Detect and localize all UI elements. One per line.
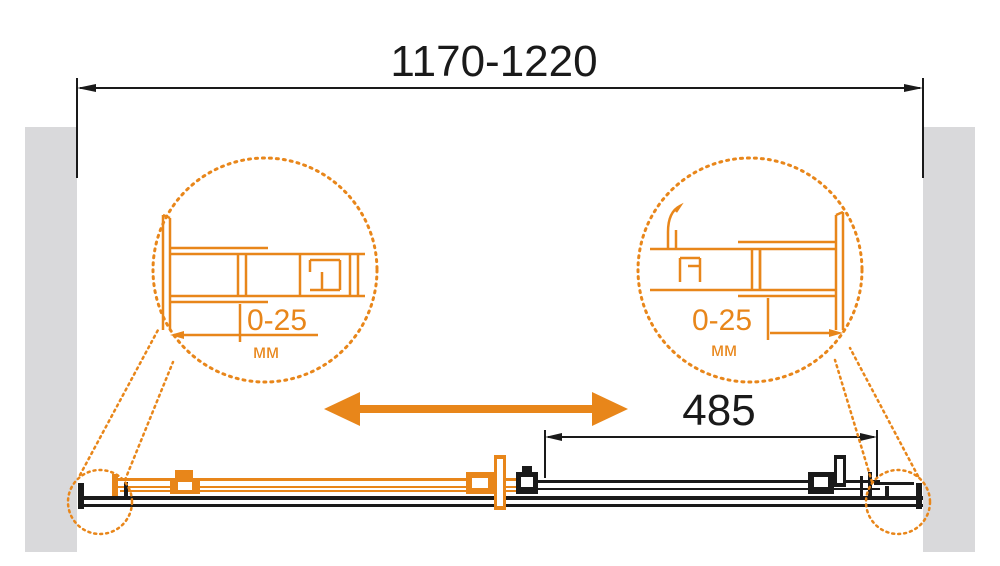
left-detail-callout: 0-25 мм	[151, 156, 379, 384]
right-detail-unit: мм	[711, 340, 737, 361]
overall-width-dimension	[76, 78, 924, 178]
overall-width-label: 1170-1220	[390, 37, 597, 86]
sliding-width-label: 485	[682, 386, 755, 435]
right-corner-marker	[864, 468, 932, 536]
sliding-width-dimension	[544, 430, 878, 478]
left-detail-range: 0-25	[247, 304, 307, 337]
right-detail-callout: 0-25 мм	[636, 156, 864, 384]
left-corner-marker	[66, 468, 134, 536]
right-wall	[923, 127, 975, 552]
right-detail-range: 0-25	[692, 304, 752, 337]
detail-leader-lines	[78, 328, 920, 484]
left-detail-unit: мм	[253, 342, 279, 363]
left-wall	[25, 127, 77, 552]
door-profile-assembly	[78, 455, 923, 510]
double-arrow-icon	[324, 392, 628, 426]
